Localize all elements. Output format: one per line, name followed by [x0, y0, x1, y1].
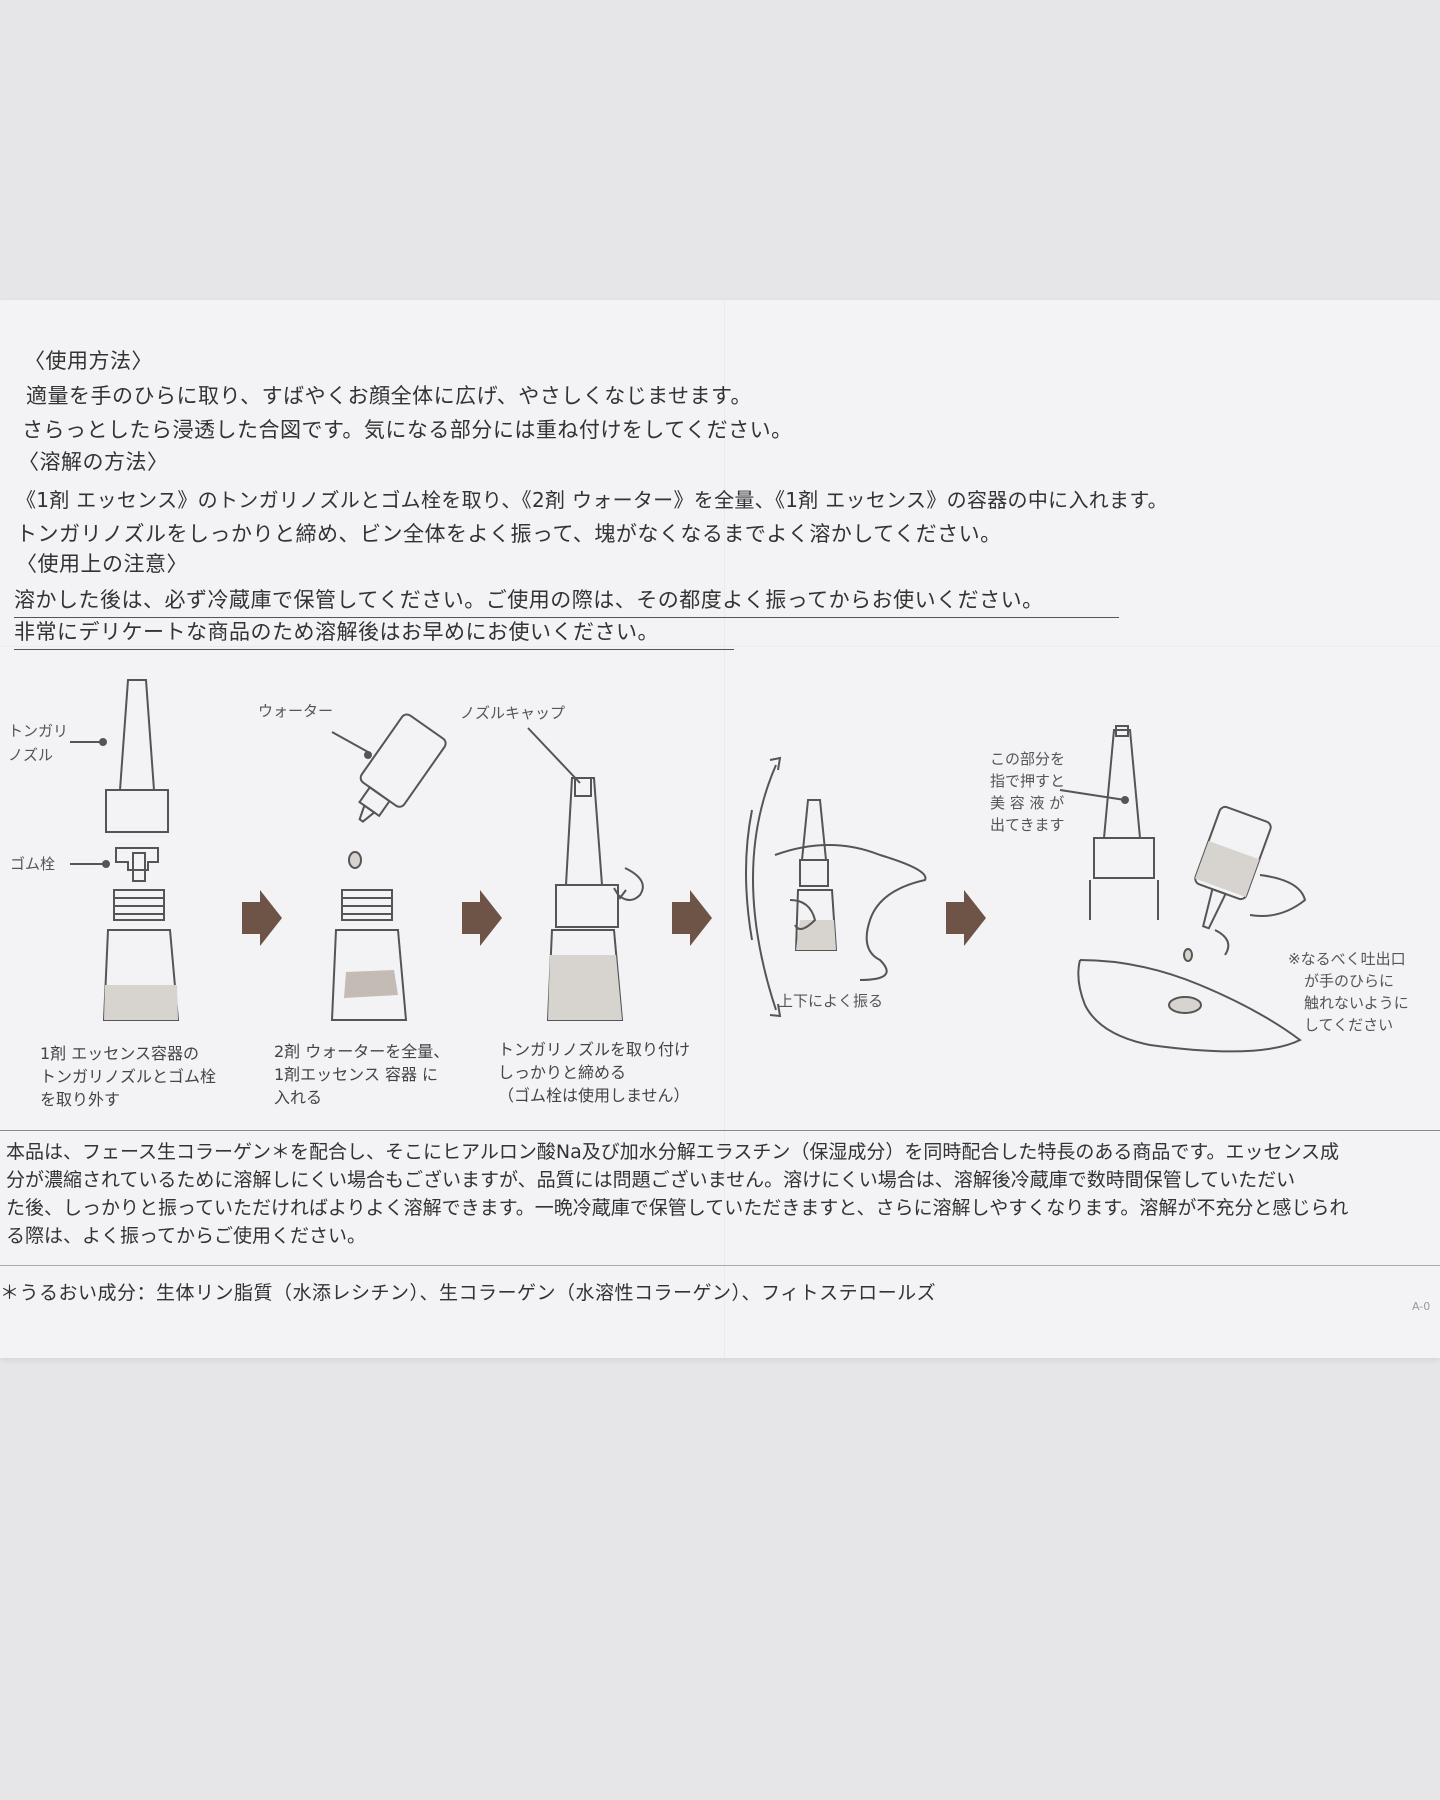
- step-1-caption: 1剤 エッセンス容器の トンガリノズルとゴム栓 を取り外す: [40, 1044, 217, 1109]
- step-arrows: [242, 890, 986, 946]
- paper-fold-horizontal: [0, 646, 1440, 648]
- usage-line-2: さらっとしたら浸透した合図です。気になる部分には重ね付けをしてください。: [22, 418, 793, 442]
- usage-heading: 〈使用方法〉: [24, 349, 153, 373]
- caution-note-2: が手のひらに: [1304, 972, 1395, 990]
- press-note-4: 出てきます: [990, 816, 1065, 834]
- press-note-1: この部分を: [990, 750, 1066, 768]
- essence-bottle-icon: [70, 679, 180, 1021]
- assembled-bottle-icon: [527, 727, 644, 1021]
- dissolve-line-2: トンガリノズルをしっかりと締め、ビン全体をよく振って、塊がなくなるまでよく溶かし…: [16, 522, 1002, 546]
- caution-line-2: 非常にデリケートな商品のため溶解後はお早めにお使いください。: [14, 616, 734, 650]
- label-nozzle-2: ノズル: [8, 746, 54, 764]
- label-nozzle-cap: ノズルキャップ: [460, 704, 566, 722]
- step-2-caption: 2剤 ウォーターを全量、 1剤エッセンス 容器 に 入れる: [274, 1042, 450, 1107]
- caution-note-4: してください: [1304, 1016, 1394, 1034]
- dissolve-steps-illustration: [70, 679, 1307, 1053]
- divider: [0, 1265, 1440, 1266]
- water-bottle-icon: [330, 713, 447, 1021]
- paper-fold-vertical: [724, 300, 726, 1358]
- arrow-icon: [462, 890, 502, 946]
- arrow-icon: [672, 890, 712, 946]
- press-dispense-icon: [1059, 725, 1307, 1053]
- arrow-icon: [242, 890, 282, 946]
- dissolve-line-1: 《1剤 エッセンス》のトンガリノズルとゴム栓を取り、《2剤 ウォーター》を全量、…: [16, 488, 1168, 512]
- arrow-icon: [946, 890, 986, 946]
- caution-note-1: ※なるべく吐出口: [1288, 950, 1406, 968]
- shake-icon: [745, 756, 927, 1018]
- caution-heading: 〈使用上の注意〉: [16, 552, 188, 576]
- label-water: ウォーター: [258, 702, 334, 720]
- label-shake: 上下によく振る: [778, 992, 884, 1010]
- dissolve-heading: 〈溶解の方法〉: [18, 450, 169, 474]
- step-3-caption: トンガリノズルを取り付け しっかりと締める （ゴム栓は使用しません）: [498, 1040, 691, 1105]
- description: 本品は、フェース生コラーゲン＊を配合し、そこにヒアルロン酸Na及び加水分解エラス…: [6, 1141, 1349, 1247]
- press-note-3: 美 容 液 が: [990, 794, 1065, 812]
- instruction-leaflet: [0, 300, 1440, 1358]
- label-nozzle-1: トンガリ: [8, 722, 69, 740]
- caution-note-3: 触れないように: [1304, 994, 1409, 1012]
- footnote: ＊うるおい成分：生体リン脂質（水添レシチン）、生コラーゲン（水溶性コラーゲン）、…: [0, 1282, 937, 1304]
- usage-line-1: 適量を手のひらに取り、すばやくお顔全体に広げ、やさしくなじませます。: [26, 384, 752, 408]
- caution-line-1: 溶かした後は、必ず冷蔵庫で保管してください。ご使用の際は、その都度よく振ってから…: [14, 584, 1119, 618]
- label-rubber-stopper: ゴム栓: [10, 855, 56, 873]
- divider: [0, 1130, 1440, 1131]
- press-note-2: 指で押すと: [990, 772, 1066, 790]
- document-code: A-0: [1412, 1300, 1431, 1313]
